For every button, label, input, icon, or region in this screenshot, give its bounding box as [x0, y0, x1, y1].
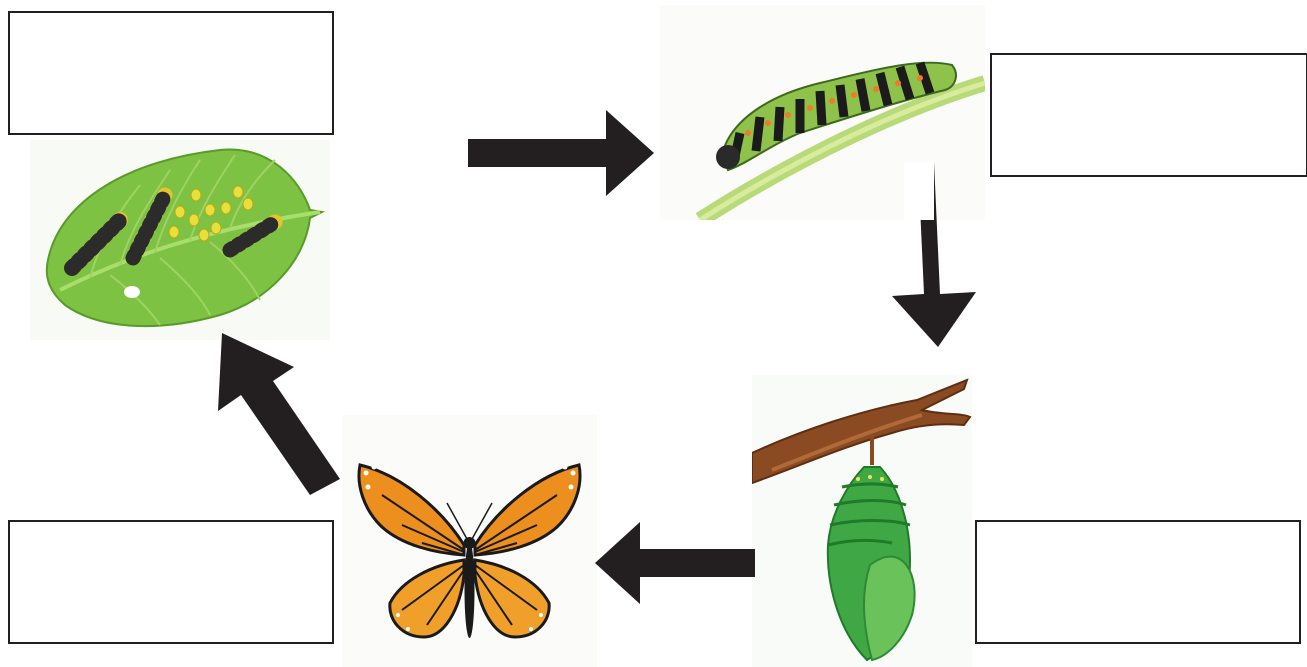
- label-box-adult[interactable]: [8, 520, 334, 644]
- label-box-eggs[interactable]: [8, 11, 334, 135]
- label-text-eggs: [10, 13, 332, 133]
- eggs-on-leaf-icon: [30, 140, 330, 340]
- chrysalis-icon: [752, 375, 972, 667]
- arrow-eggs-to-larva: [468, 110, 654, 196]
- butterfly-icon: [342, 415, 597, 667]
- arrow-larva-to-pupa: [890, 162, 976, 347]
- label-text-pupa: [977, 522, 1299, 642]
- label-text-adult: [10, 522, 332, 642]
- label-box-larva[interactable]: [990, 53, 1307, 177]
- label-text-larva: [992, 55, 1306, 175]
- arrow-pupa-to-adult: [595, 522, 755, 604]
- arrow-adult-to-eggs: [218, 333, 340, 495]
- label-box-pupa[interactable]: [975, 520, 1301, 644]
